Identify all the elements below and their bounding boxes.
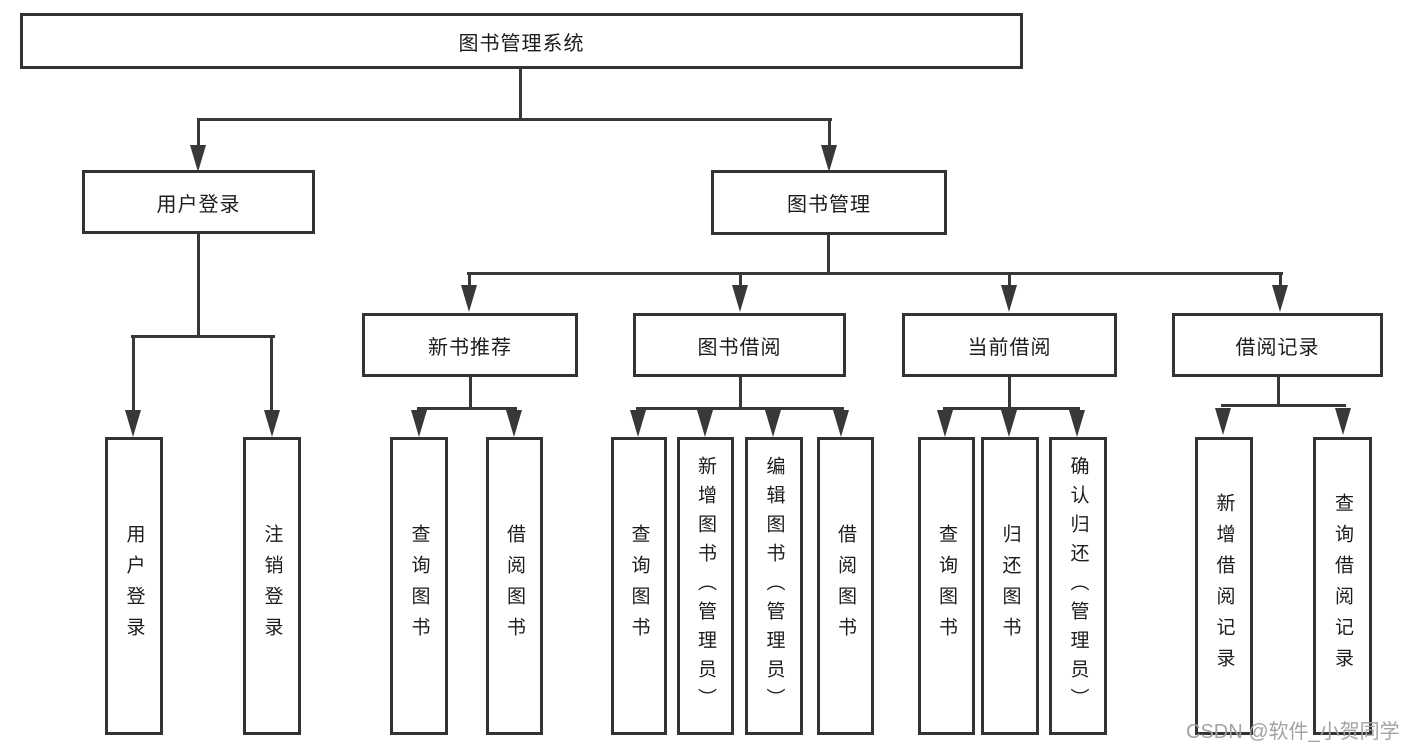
connector-stem: [1008, 272, 1011, 288]
connector-arrow: [190, 145, 206, 172]
node-user-login-action: 用户登录: [105, 437, 163, 735]
connector-arrow: [125, 410, 141, 437]
node-borrow-books-1: 借阅图书: [486, 437, 543, 735]
node-root: 图书管理系统: [20, 13, 1023, 69]
connector-stem-book-management: [828, 118, 831, 148]
node-borrow-records: 借阅记录: [1172, 313, 1383, 377]
connector-arrow: [461, 285, 477, 312]
connector-new-book-stem: [469, 375, 472, 410]
connector-stem-user-login: [197, 118, 200, 148]
connector-book-management-stem: [827, 233, 830, 275]
node-add-books-admin: 新增图书（管理员）: [677, 437, 734, 735]
node-query-books-1: 查询图书: [390, 437, 448, 735]
node-label: 确认归还（管理员）: [1067, 455, 1089, 717]
connector-current-borrow-stem: [1008, 375, 1011, 410]
node-query-books-2: 查询图书: [611, 437, 667, 735]
node-book-borrow: 图书借阅: [633, 313, 846, 377]
node-label: 借阅图书: [835, 524, 856, 648]
connector-book-management-bar: [467, 272, 1283, 275]
node-add-borrow-record: 新增借阅记录: [1195, 437, 1253, 735]
connector-arrow: [1001, 285, 1017, 312]
connector-new-book-bar: [417, 407, 517, 410]
connector-user-login-bar: [131, 335, 275, 338]
node-new-book-recommend: 新书推荐: [362, 313, 578, 377]
node-book-management: 图书管理: [711, 170, 947, 235]
node-edit-books-admin: 编辑图书（管理员）: [745, 437, 803, 735]
connector-arrow: [264, 410, 280, 437]
node-label: 新增图书（管理员）: [695, 455, 716, 717]
node-label: 归还图书: [999, 524, 1021, 648]
node-label: 当前借阅: [967, 336, 1052, 359]
node-query-borrow-record: 查询借阅记录: [1313, 437, 1372, 735]
connector-arrow: [1069, 410, 1085, 437]
connector-stem: [739, 272, 742, 288]
connector-arrow: [506, 410, 522, 437]
connector-stem: [132, 335, 135, 413]
node-borrow-books-2: 借阅图书: [817, 437, 874, 735]
connector-root-bar: [197, 118, 832, 121]
node-label: 用户登录: [123, 524, 145, 648]
node-logout-action: 注销登录: [243, 437, 301, 735]
node-label: 新书推荐: [428, 336, 512, 359]
connector-book-borrow-bar: [636, 407, 844, 410]
node-label: 图书管理系统: [458, 32, 585, 55]
connector-arrow: [1001, 410, 1017, 437]
connector-arrow: [732, 285, 748, 312]
node-label: 查询借阅记录: [1332, 493, 1353, 679]
connector-arrow: [937, 410, 953, 437]
connector-stem: [1279, 272, 1282, 288]
connector-arrow: [821, 145, 837, 172]
node-label: 查询图书: [628, 524, 650, 648]
connector-root-stem: [519, 66, 522, 121]
connector-borrow-records-bar: [1221, 404, 1346, 407]
connector-current-borrow-bar: [943, 407, 1080, 410]
connector-user-login-stem: [197, 231, 200, 338]
connector-arrow: [411, 410, 427, 437]
node-label: 用户登录: [156, 193, 241, 216]
node-label: 查询图书: [408, 524, 430, 648]
node-return-books: 归还图书: [981, 437, 1039, 735]
node-user-login: 用户登录: [82, 170, 315, 234]
watermark-text: CSDN @软件_小贺同学: [1186, 721, 1400, 743]
node-label: 注销登录: [261, 524, 283, 648]
node-label: 图书管理: [787, 194, 871, 216]
connector-stem: [468, 272, 471, 288]
connector-borrow-records-stem: [1277, 375, 1280, 407]
node-query-books-3: 查询图书: [918, 437, 975, 735]
node-confirm-return-admin: 确认归还（管理员）: [1049, 437, 1107, 735]
node-label: 借阅图书: [504, 524, 525, 648]
node-current-borrow: 当前借阅: [902, 313, 1117, 377]
connector-arrow: [833, 410, 849, 437]
connector-stem: [270, 335, 273, 413]
node-label: 编辑图书（管理员）: [763, 455, 785, 717]
connector-arrow: [1335, 408, 1351, 435]
node-label: 新增借阅记录: [1213, 493, 1235, 679]
connector-book-borrow-stem: [739, 375, 742, 410]
connector-arrow: [1215, 408, 1231, 435]
connector-arrow: [765, 410, 781, 437]
node-label: 查询图书: [936, 524, 957, 648]
connector-arrow: [630, 410, 646, 437]
connector-arrow: [1272, 285, 1288, 312]
node-label: 图书借阅: [697, 336, 782, 359]
node-label: 借阅记录: [1235, 336, 1320, 359]
connector-arrow: [697, 410, 713, 437]
